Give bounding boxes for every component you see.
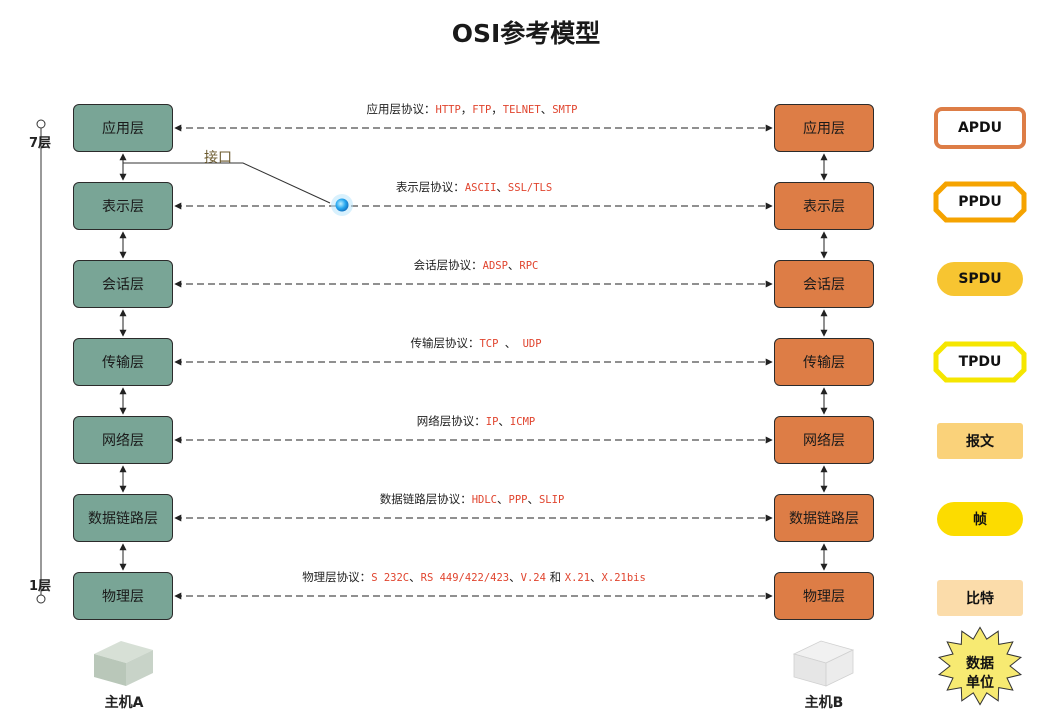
interface-label: 接口 <box>204 150 232 166</box>
pdu-label: 比特 <box>966 591 994 607</box>
host-b-layer-box: 应用层 <box>774 104 874 152</box>
host-a-label: 主机A <box>104 695 144 711</box>
pdu-label: SPDU <box>958 271 1002 287</box>
host-b-layer-box: 数据链路层 <box>774 494 874 542</box>
protocol-label: 物理层协议：S 232C、RS 449/422/423、V.24 和 X.21、… <box>299 569 649 585</box>
pdu-shape <box>937 580 1023 616</box>
protocol-label: 数据链路层协议：HDLC、PPP、SLIP <box>376 491 568 507</box>
host-b-layer-box: 表示层 <box>774 182 874 230</box>
host-a-layer-box: 网络层 <box>73 416 173 464</box>
host-b-layer-box: 物理层 <box>774 572 874 620</box>
protocol-label: 会话层协议：ADSP、RPC <box>410 257 542 273</box>
host-b-label: 主机B <box>804 695 844 711</box>
protocol-label: 应用层协议：HTTP，FTP，TELNET、SMTP <box>363 101 581 117</box>
layer-interface-arrows <box>119 153 828 571</box>
level-top-label: 7层 <box>29 136 52 151</box>
pdu-shape <box>937 502 1023 536</box>
pdu-label: TPDU <box>958 354 1002 370</box>
pdu-caption: 数据 单位 <box>966 656 994 691</box>
pdu-shapes <box>933 107 1027 616</box>
pdu-shape <box>937 262 1023 296</box>
protocol-label: 表示层协议：ASCII、SSL/TLS <box>392 179 556 195</box>
pdu-shape <box>933 181 1027 223</box>
pdu-shape <box>934 107 1026 149</box>
hosts <box>94 640 855 687</box>
interface-pointer <box>123 162 353 216</box>
host-b-layer-box: 传输层 <box>774 338 874 386</box>
pdu-caption-burst <box>937 626 1023 706</box>
pdu-shape <box>937 423 1023 459</box>
level-bottom-label: 1层 <box>29 579 52 594</box>
pdu-shape <box>933 341 1027 383</box>
protocol-label: 网络层协议：IP、ICMP <box>413 413 539 429</box>
pdu-label: APDU <box>957 120 1003 136</box>
level-scale <box>36 119 46 604</box>
host-a-layer-box: 数据链路层 <box>73 494 173 542</box>
host-a-icon <box>94 641 153 686</box>
pdu-label: PPDU <box>958 194 1002 210</box>
host-a-layer-box: 会话层 <box>73 260 173 308</box>
host-b-layer-box: 会话层 <box>774 260 874 308</box>
pdu-label: 帧 <box>973 512 987 528</box>
host-a-layer-box: 应用层 <box>73 104 173 152</box>
protocol-label: 传输层协议：TCP 、 UDP <box>407 335 545 351</box>
peer-protocol-lines <box>174 124 773 600</box>
host-a-layer-box: 表示层 <box>73 182 173 230</box>
host-a-layer-box: 传输层 <box>73 338 173 386</box>
page-title: OSI参考模型 <box>451 19 601 48</box>
host-b-icon <box>792 640 855 687</box>
pdu-label: 报文 <box>966 434 994 450</box>
host-a-layer-box: 物理层 <box>73 572 173 620</box>
host-b-layer-box: 网络层 <box>774 416 874 464</box>
